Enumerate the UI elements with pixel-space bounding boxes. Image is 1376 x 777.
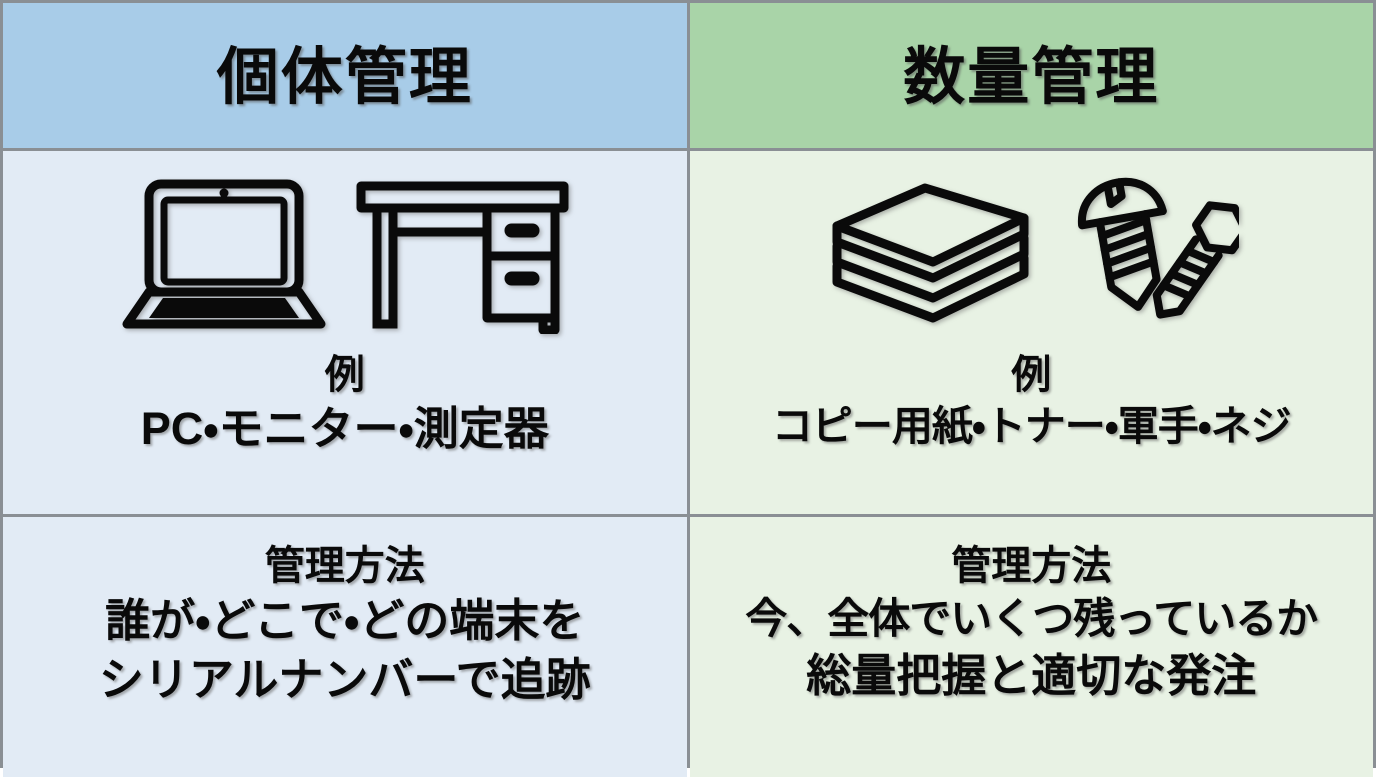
- right-method-block: 管理方法 今、全体でいくつ残っているか 総量把握と適切な発注: [745, 543, 1318, 702]
- right-example-items: コピー用紙・トナー・軍手・ネジ: [771, 402, 1292, 449]
- left-method-line-1: 誰が・どこで・どの端末を: [105, 595, 585, 647]
- left-method-block: 管理方法 誰が・どこで・どの端末を シリアルナンバーで追跡: [99, 543, 591, 706]
- left-column-title: 個体管理: [216, 42, 473, 112]
- right-column-title: 数量管理: [903, 42, 1160, 112]
- right-column-header-cell: 数量管理: [689, 3, 1373, 148]
- left-column-header-cell: 個体管理: [3, 3, 687, 148]
- right-column-example-cell: 例 コピー用紙・トナー・軍手・ネジ: [689, 151, 1373, 514]
- left-example-label: 例: [324, 353, 365, 397]
- right-method-line-1: 今、全体でいくつ残っているか: [745, 595, 1318, 643]
- desk-icon: [355, 174, 570, 334]
- left-column-method-cell: 管理方法 誰が・どこで・どの端末を シリアルナンバーで追跡: [3, 517, 687, 777]
- right-example-label: 例: [1011, 353, 1052, 397]
- left-method-line-2: シリアルナンバーで追跡: [98, 653, 591, 705]
- screws-icon: [1064, 174, 1240, 334]
- left-column-icon-strip: [119, 169, 570, 339]
- right-method-label: 管理方法: [951, 544, 1112, 588]
- right-column-icon-strip: [823, 169, 1240, 339]
- laptop-icon: [119, 174, 329, 334]
- left-column-example-block: 例 PC・モニター・測定器: [141, 353, 549, 454]
- right-column-method-cell: 管理方法 今、全体でいくつ残っているか 総量把握と適切な発注: [689, 517, 1373, 777]
- left-column-example-cell: 例 PC・モニター・測定器: [3, 151, 687, 514]
- paper-stack-icon: [823, 174, 1038, 334]
- right-column-example-block: 例 コピー用紙・トナー・軍手・ネジ: [771, 353, 1292, 450]
- left-method-label: 管理方法: [264, 544, 425, 588]
- left-example-items: PC・モニター・測定器: [140, 402, 549, 454]
- right-method-line-2: 総量把握と適切な発注: [806, 650, 1257, 702]
